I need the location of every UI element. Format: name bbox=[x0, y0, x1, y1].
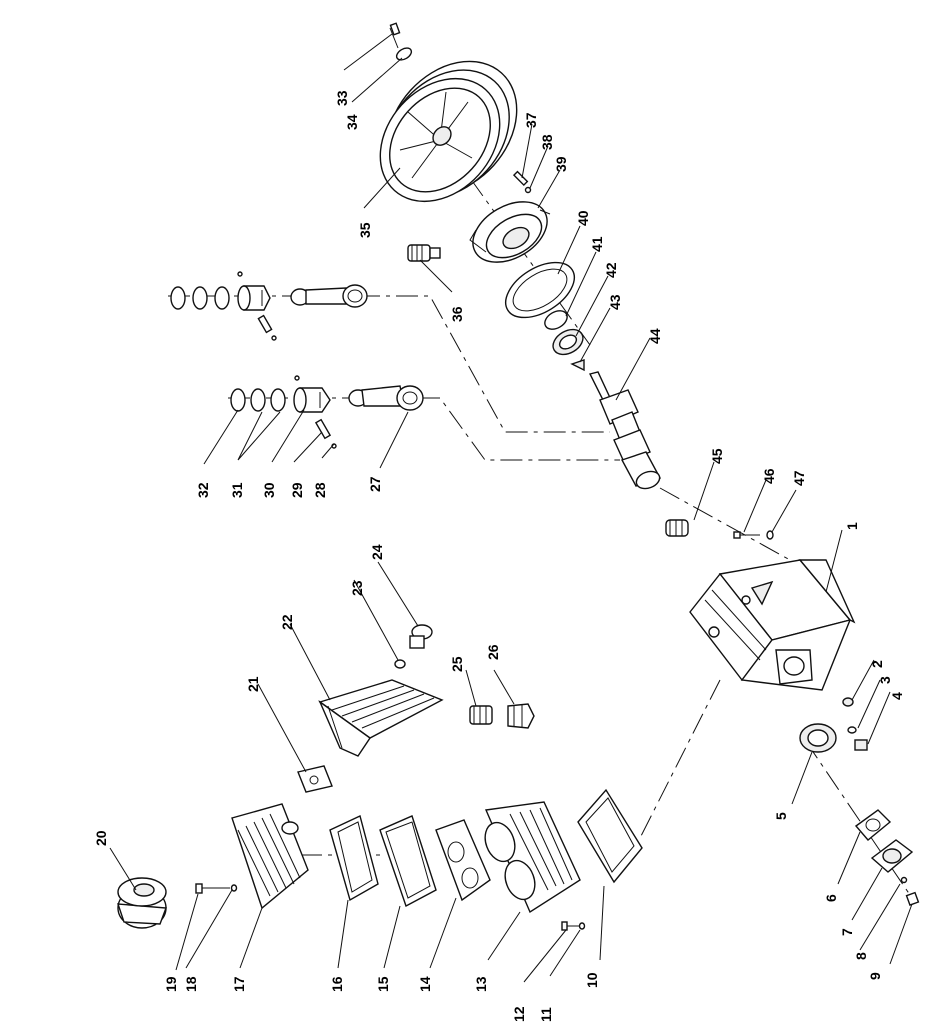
callout-35: 35 bbox=[357, 222, 373, 238]
oil-seal-36 bbox=[407, 244, 441, 262]
callout-3: 3 bbox=[877, 676, 893, 684]
cylinder-base-gasket-10 bbox=[577, 788, 643, 884]
callout-28: 28 bbox=[312, 482, 328, 498]
washer-8 bbox=[900, 876, 908, 884]
callout-6: 6 bbox=[823, 894, 839, 902]
crankcase-1 bbox=[689, 559, 856, 691]
leader-lines bbox=[109, 33, 913, 983]
valve-gasket-14 bbox=[435, 819, 491, 902]
callout-17: 17 bbox=[231, 976, 247, 992]
washer-38 bbox=[524, 186, 532, 194]
bolt-33 bbox=[389, 22, 401, 49]
oil-plug-2 bbox=[842, 697, 854, 707]
bearing-housing-39 bbox=[469, 201, 551, 263]
washer-3 bbox=[847, 726, 857, 734]
callout-30: 30 bbox=[261, 482, 277, 498]
callout-23: 23 bbox=[349, 580, 365, 596]
washer-18 bbox=[230, 884, 238, 892]
washer-47 bbox=[766, 530, 774, 540]
callout-12: 12 bbox=[511, 1006, 527, 1022]
callout-45: 45 bbox=[709, 448, 725, 464]
pulley-flywheel bbox=[379, 60, 518, 203]
bolt-19 bbox=[195, 883, 230, 894]
valve-plate-15 bbox=[379, 815, 437, 908]
callout-40: 40 bbox=[575, 210, 591, 226]
callout-18: 18 bbox=[183, 976, 199, 992]
washer-23 bbox=[394, 659, 406, 669]
fitting-25 bbox=[469, 705, 493, 725]
callout-24: 24 bbox=[369, 544, 385, 560]
callout-22: 22 bbox=[279, 614, 295, 630]
upper-piston-rings bbox=[170, 286, 230, 310]
rear-cover-7 bbox=[870, 839, 914, 873]
finned-cooler-22 bbox=[318, 679, 444, 757]
washer-34 bbox=[395, 47, 413, 61]
head-gasket-16 bbox=[329, 815, 379, 902]
stud-12 bbox=[561, 921, 580, 931]
callout-42: 42 bbox=[603, 262, 619, 278]
callout-46: 46 bbox=[761, 468, 777, 484]
drain-plug-4 bbox=[854, 739, 868, 751]
callout-7: 7 bbox=[839, 928, 855, 936]
gasket-6 bbox=[854, 809, 892, 841]
callout-11: 11 bbox=[538, 1007, 554, 1022]
callout-5: 5 bbox=[773, 812, 789, 820]
callout-32: 32 bbox=[195, 482, 211, 498]
upper-piston-pin bbox=[237, 271, 277, 341]
lower-connecting-rod bbox=[348, 385, 424, 411]
gasket-40 bbox=[505, 261, 575, 319]
callout-8: 8 bbox=[853, 952, 869, 960]
callout-14: 14 bbox=[417, 976, 433, 992]
callout-10: 10 bbox=[584, 972, 600, 988]
screw-46 bbox=[733, 531, 760, 539]
callout-34: 34 bbox=[344, 114, 360, 130]
callout-25: 25 bbox=[449, 656, 465, 672]
callout-1: 1 bbox=[844, 522, 860, 530]
bolt-37 bbox=[512, 170, 529, 187]
callout-labels: 1 2 3 4 5 6 7 8 9 10 11 12 13 14 15 16 1… bbox=[93, 90, 905, 1022]
callout-33: 33 bbox=[334, 90, 350, 106]
callout-47: 47 bbox=[791, 470, 807, 486]
callout-44: 44 bbox=[647, 328, 663, 344]
crankshaft-44 bbox=[588, 371, 662, 490]
callout-20: 20 bbox=[93, 830, 109, 846]
callout-38: 38 bbox=[539, 134, 555, 150]
cylinder-13 bbox=[484, 801, 581, 914]
lower-piston bbox=[293, 387, 331, 413]
callout-4: 4 bbox=[889, 692, 905, 700]
bearing-5 bbox=[799, 723, 837, 753]
callout-15: 15 bbox=[375, 976, 391, 992]
flange-gasket-21 bbox=[297, 765, 333, 793]
key-43 bbox=[570, 359, 585, 372]
upper-piston bbox=[237, 285, 271, 311]
callout-36: 36 bbox=[449, 306, 465, 322]
callout-29: 29 bbox=[289, 482, 305, 498]
callout-27: 27 bbox=[367, 476, 383, 492]
callout-16: 16 bbox=[329, 976, 345, 992]
air-filter-20 bbox=[117, 877, 167, 929]
callout-39: 39 bbox=[553, 156, 569, 172]
callout-31: 31 bbox=[229, 482, 245, 498]
callout-37: 37 bbox=[523, 112, 539, 128]
bearing-42 bbox=[552, 328, 584, 356]
callout-43: 43 bbox=[607, 294, 623, 310]
callout-21: 21 bbox=[245, 676, 261, 692]
bolt-9 bbox=[905, 891, 920, 906]
callout-9: 9 bbox=[867, 972, 883, 980]
callout-13: 13 bbox=[473, 976, 489, 992]
callout-26: 26 bbox=[485, 644, 501, 660]
nut-26 bbox=[507, 703, 535, 729]
breather-plug-45 bbox=[665, 519, 689, 537]
callout-19: 19 bbox=[163, 976, 179, 992]
callout-2: 2 bbox=[869, 660, 885, 668]
lower-piston-rings bbox=[230, 388, 286, 412]
fitting-24 bbox=[409, 624, 433, 649]
callout-41: 41 bbox=[589, 236, 605, 252]
upper-connecting-rod bbox=[290, 284, 368, 308]
washer-11 bbox=[578, 922, 586, 930]
cylinder-head-17 bbox=[231, 803, 309, 910]
